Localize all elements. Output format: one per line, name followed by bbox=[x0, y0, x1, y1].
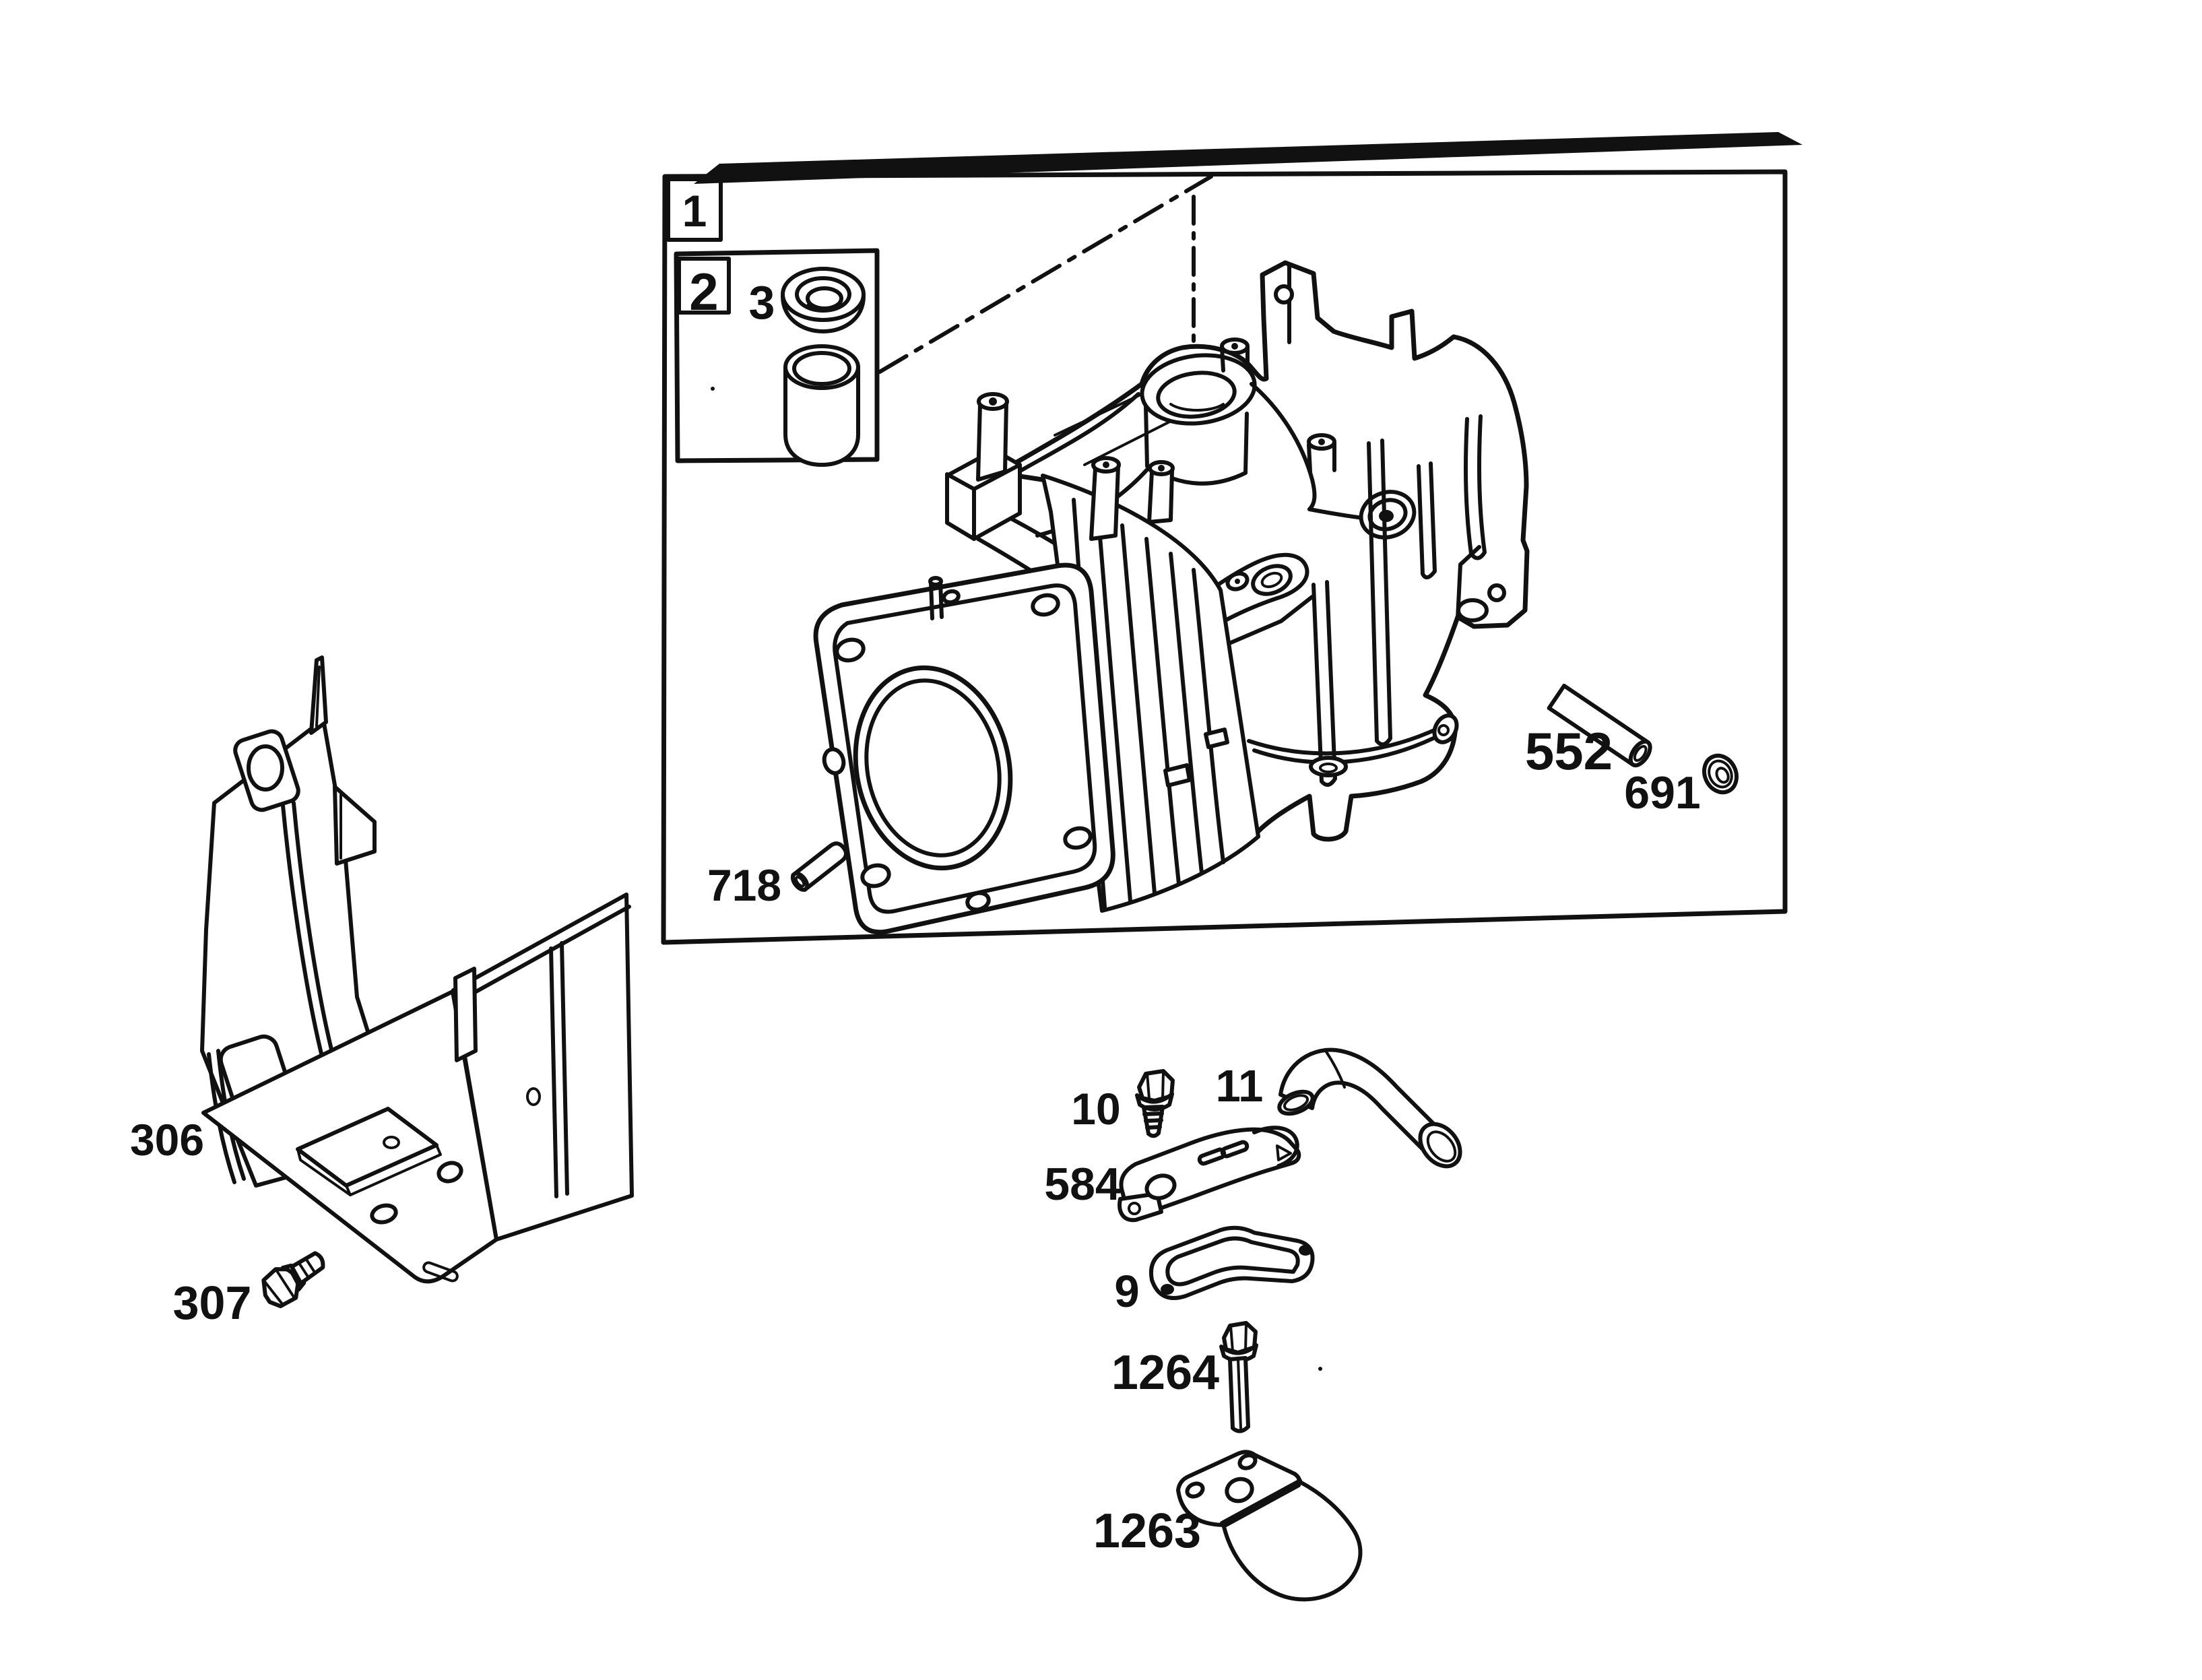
washer-691 bbox=[1702, 753, 1739, 795]
main-box-number: 1 bbox=[682, 186, 707, 236]
pin-718 bbox=[790, 841, 848, 893]
gasket-9 bbox=[1149, 1225, 1315, 1300]
label-1264: 1264 bbox=[1111, 1346, 1219, 1400]
scan-speck bbox=[711, 387, 715, 391]
label-1263: 1263 bbox=[1093, 1504, 1201, 1558]
cylinder-crankcase-drawing bbox=[813, 260, 1530, 935]
inset-box-number: 2 bbox=[689, 262, 718, 321]
foot-boss bbox=[1456, 545, 1506, 622]
inset-item-number: 3 bbox=[749, 276, 775, 329]
head-stud-2 bbox=[1089, 456, 1121, 541]
label-584: 584 bbox=[1044, 1159, 1121, 1210]
cover-plate-1263 bbox=[1176, 1450, 1363, 1602]
side-stud bbox=[1307, 433, 1336, 474]
screw-10 bbox=[1135, 1069, 1175, 1138]
label-691: 691 bbox=[1624, 767, 1700, 818]
label-9: 9 bbox=[1114, 1266, 1139, 1317]
cylinder-face bbox=[813, 562, 1115, 935]
label-718: 718 bbox=[707, 860, 781, 910]
bushing-drawing bbox=[783, 344, 860, 467]
small-stud bbox=[1220, 337, 1250, 373]
screw-1264 bbox=[1219, 1321, 1258, 1433]
head-stud-3 bbox=[1147, 460, 1175, 524]
scan-speck bbox=[1318, 1367, 1322, 1371]
shield-306 bbox=[200, 655, 634, 1284]
inset-box-number-frame bbox=[677, 257, 731, 315]
label-11: 11 bbox=[1216, 1061, 1264, 1111]
oil-seal-drawing bbox=[781, 267, 866, 333]
centerlines bbox=[878, 174, 1213, 374]
bolt-307 bbox=[261, 1251, 325, 1309]
head-stud-1 bbox=[976, 392, 1009, 482]
label-10: 10 bbox=[1071, 1084, 1120, 1134]
pin-552 bbox=[1547, 684, 1652, 768]
inset-box: 2 3 bbox=[674, 248, 880, 467]
seal-bore-collar bbox=[1140, 353, 1257, 486]
main-box-number-frame bbox=[666, 177, 723, 242]
top-divider-bar bbox=[694, 132, 1803, 184]
label-307: 307 bbox=[173, 1277, 252, 1329]
main-assembly-box: 1 bbox=[661, 169, 1788, 945]
label-306: 306 bbox=[130, 1115, 204, 1165]
top-tab bbox=[1274, 263, 1294, 344]
mounting-flange bbox=[1247, 713, 1459, 777]
breather-cover-584 bbox=[1118, 1126, 1301, 1223]
breather-tube-11 bbox=[1277, 1047, 1462, 1169]
label-552: 552 bbox=[1525, 721, 1613, 781]
